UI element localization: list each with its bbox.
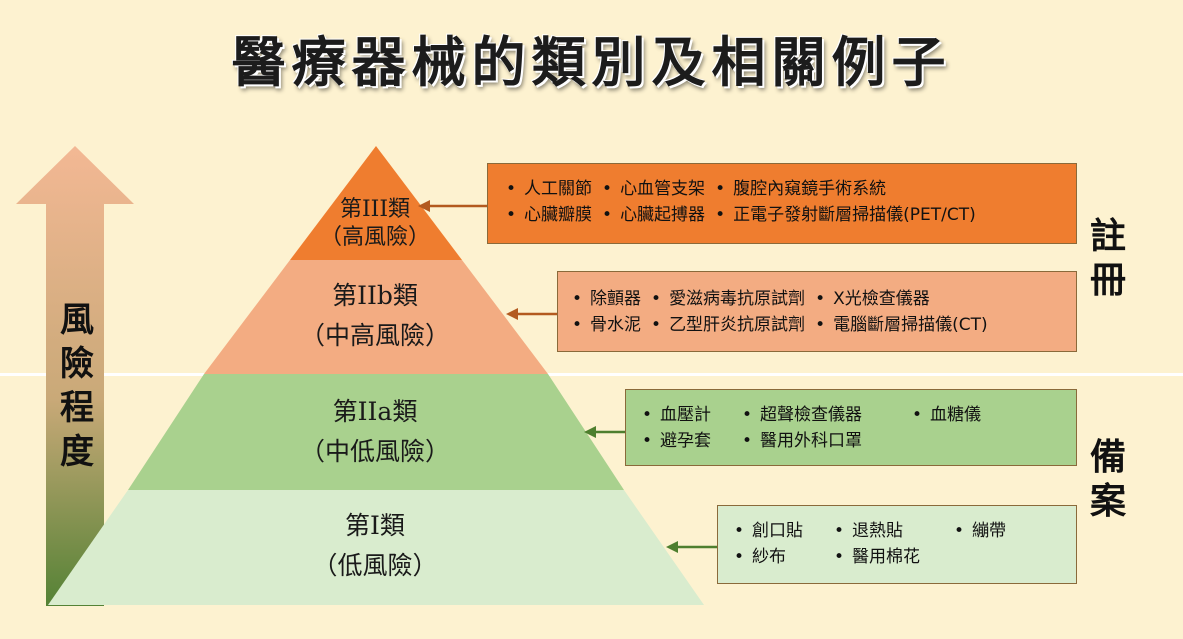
tier-label-class-1: 第I類 （低風險） (260, 506, 490, 586)
tier-name-class-3: 第III類 (339, 197, 411, 222)
example-item: 正電子發射斷層掃描儀(PET/CT) (715, 202, 976, 228)
risk-arrow-shape (16, 146, 134, 606)
example-item: X光檢查儀器 (815, 286, 930, 312)
examples-row: 血壓計 超聲檢查儀器 血糖儀 (642, 402, 1066, 428)
register-record-divider (0, 373, 1183, 376)
tier-risk-class-3: （高風險） (319, 225, 430, 250)
example-item: 電腦斷層掃描儀(CT) (815, 312, 988, 338)
connector-class-3 (418, 200, 487, 212)
page-title: 醫療器械的類別及相關例子 (231, 31, 952, 94)
risk-level-char-3: 程 (60, 388, 94, 428)
risk-level-char-1: 風 (60, 300, 94, 340)
risk-level-label: 風 險 程 度 (52, 298, 102, 474)
examples-box-class-3: 人工關節 心血管支架 腹腔內窺鏡手術系統 心臟瓣膜 心臟起搏器 正電子發射斷層掃… (487, 163, 1077, 244)
example-item: 血壓計 (642, 402, 732, 428)
example-item: 乙型肝炎抗原試劑 (651, 312, 805, 338)
side-label-record: 備 案 (1083, 436, 1133, 524)
pyramid-tier-class-3 (290, 146, 462, 260)
example-item: 避孕套 (642, 428, 732, 454)
connector-class-2a (584, 426, 625, 438)
example-item: 心臟瓣膜 (506, 202, 592, 228)
example-item: 醫用外科口罩 (742, 428, 902, 454)
examples-row: 創口貼 退熱貼 繃帶 (734, 518, 1066, 544)
example-item: 血糖儀 (912, 402, 981, 428)
examples-row: 心臟瓣膜 心臟起搏器 正電子發射斷層掃描儀(PET/CT) (506, 202, 1066, 228)
connector-class-1 (666, 541, 717, 553)
pyramid-tier-class-2a (128, 374, 624, 490)
tier-risk-class-2a: （中低風險） (299, 437, 450, 466)
pyramid-tier-class-2b (204, 260, 548, 374)
examples-row: 紗布 醫用棉花 (734, 544, 1066, 570)
example-item: 除顫器 (572, 286, 641, 312)
side-register-char-2: 冊 (1089, 260, 1126, 301)
side-label-register: 註 冊 (1083, 215, 1133, 303)
example-item: 退熱貼 (834, 518, 944, 544)
risk-level-char-2: 險 (60, 344, 94, 384)
example-item: 愛滋病毒抗原試劑 (651, 286, 805, 312)
example-item: 心臟起搏器 (602, 202, 705, 228)
tier-name-class-2b: 第IIb類 (332, 281, 418, 310)
examples-row: 人工關節 心血管支架 腹腔內窺鏡手術系統 (506, 176, 1066, 202)
tier-name-class-1: 第I類 (345, 511, 405, 540)
tier-risk-class-1: （低風險） (312, 551, 438, 580)
example-item: 紗布 (734, 544, 824, 570)
examples-row: 骨水泥 乙型肝炎抗原試劑 電腦斷層掃描儀(CT) (572, 312, 1066, 338)
examples-row: 避孕套 醫用外科口罩 (642, 428, 1066, 454)
connector-class-2b (506, 308, 557, 320)
examples-box-class-1: 創口貼 退熱貼 繃帶 紗布 醫用棉花 (717, 505, 1077, 584)
tier-label-class-2a: 第IIa類 （中低風險） (260, 392, 490, 472)
side-record-char-1: 備 (1089, 437, 1126, 478)
example-item: 骨水泥 (572, 312, 641, 338)
tier-label-class-2b: 第IIb類 （中高風險） (270, 276, 480, 356)
example-item: 人工關節 (506, 176, 592, 202)
example-item: 繃帶 (954, 518, 1006, 544)
tier-name-class-2a: 第IIa類 (332, 397, 418, 426)
example-item: 腹腔內窺鏡手術系統 (715, 176, 886, 202)
risk-level-char-4: 度 (60, 432, 94, 472)
tier-label-class-3: 第III類 （高風險） (290, 196, 460, 252)
tier-risk-class-2b: （中高風險） (299, 321, 450, 350)
pyramid-tier-class-1 (48, 490, 704, 605)
side-record-char-2: 案 (1089, 481, 1126, 522)
example-item: 超聲檢查儀器 (742, 402, 902, 428)
example-item: 創口貼 (734, 518, 824, 544)
examples-row: 除顫器 愛滋病毒抗原試劑 X光檢查儀器 (572, 286, 1066, 312)
examples-box-class-2b: 除顫器 愛滋病毒抗原試劑 X光檢查儀器 骨水泥 乙型肝炎抗原試劑 電腦斷層掃描儀… (557, 271, 1077, 352)
example-item: 醫用棉花 (834, 544, 944, 570)
side-register-char-1: 註 (1089, 216, 1126, 257)
example-item: 心血管支架 (602, 176, 705, 202)
examples-box-class-2a: 血壓計 超聲檢查儀器 血糖儀 避孕套 醫用外科口罩 (625, 389, 1077, 466)
